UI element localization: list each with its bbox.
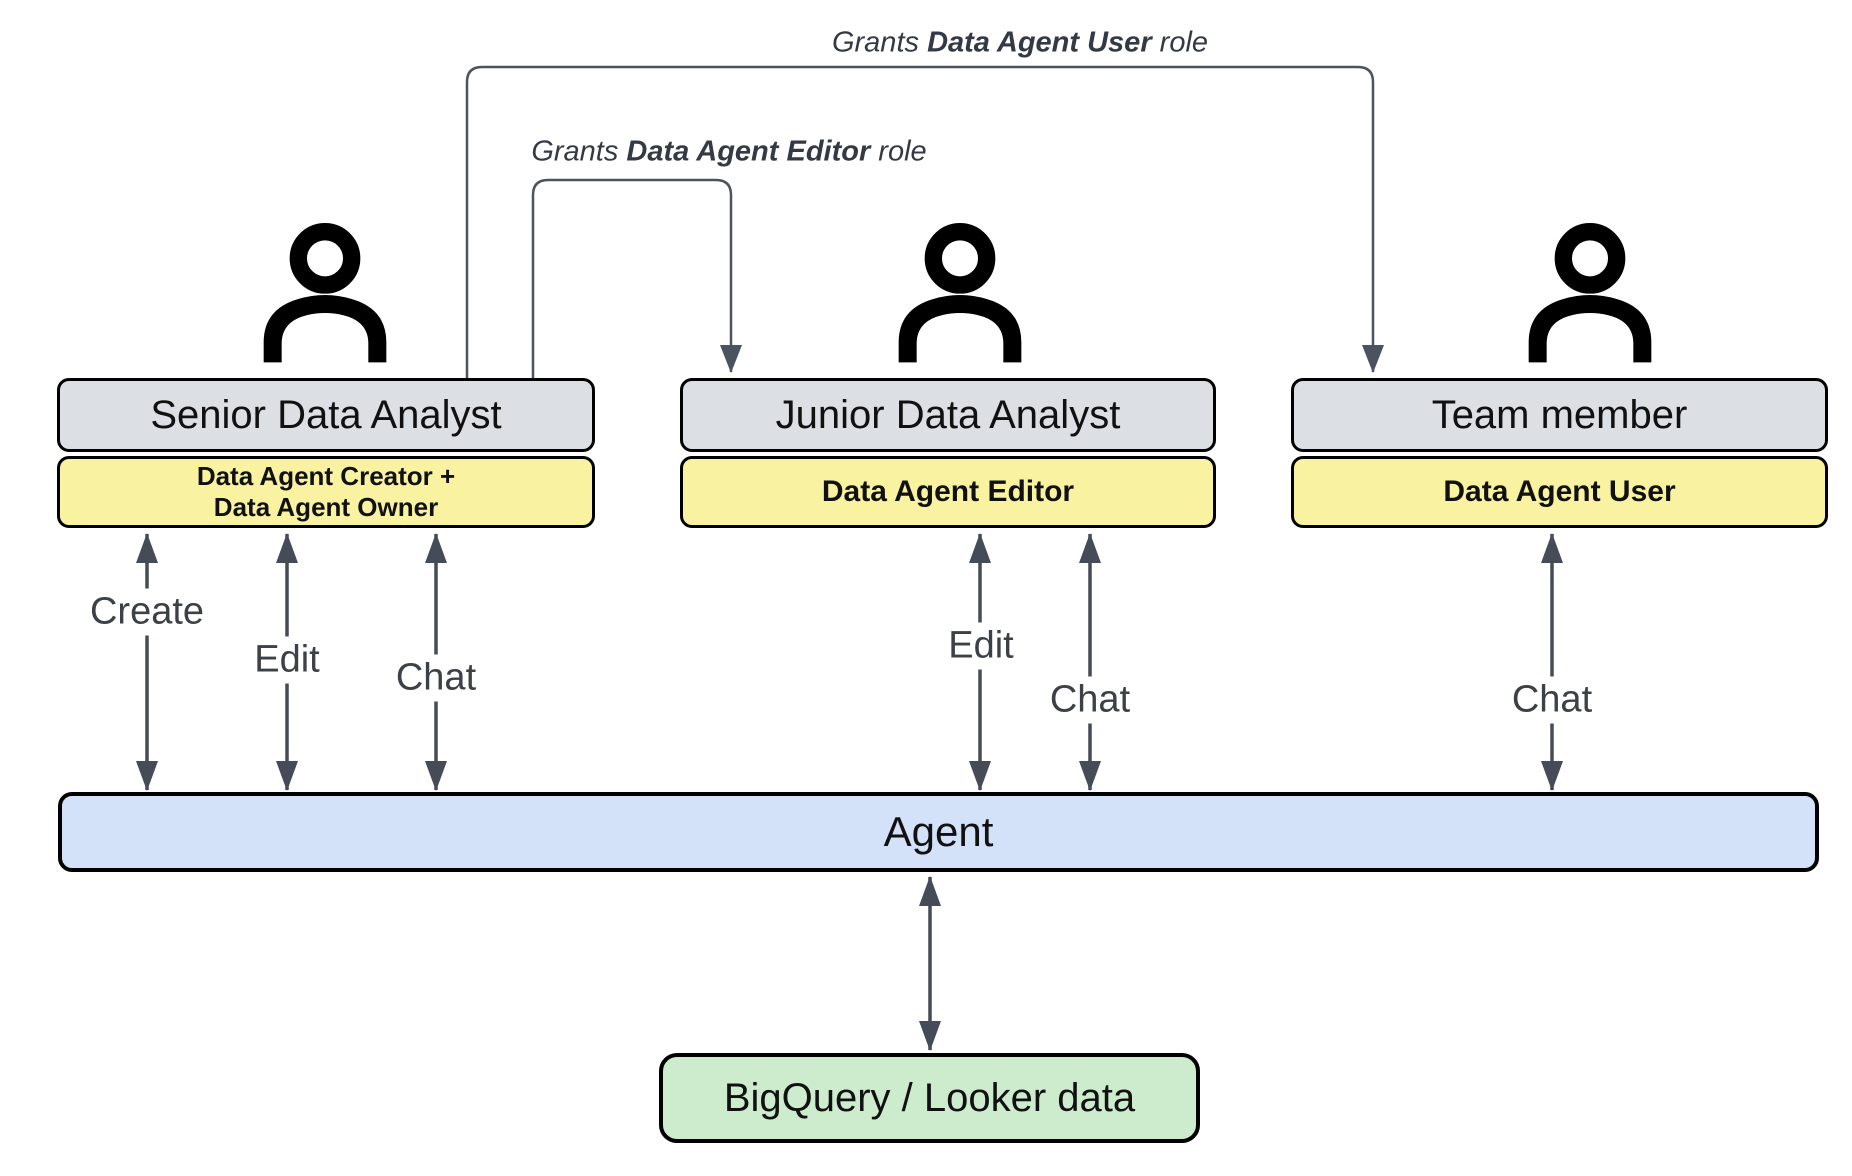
grant-label-role: Data Agent User [927, 26, 1152, 59]
action-label-chat-junior: Chat [1042, 676, 1138, 724]
action-label-chat-senior: Chat [388, 654, 484, 702]
role-line: Data Agent Creator + [196, 460, 456, 491]
role-badge-editor: Data Agent Editor [680, 456, 1216, 528]
grant-editor-label: Grants Data Agent Editor role [531, 136, 926, 169]
grant-editor-connector [531, 178, 742, 378]
grant-user-label: Grants Data Agent User role [832, 27, 1208, 60]
grant-label-prefix: Grants [831, 26, 928, 59]
action-label-edit-junior: Edit [941, 622, 1021, 670]
action-label-edit-senior: Edit [247, 636, 327, 684]
grant-user-connector [465, 65, 1384, 378]
datastore-box: BigQuery / Looker data [659, 1053, 1200, 1143]
actor-title-senior-data-analyst: Senior Data Analyst [57, 378, 595, 452]
grant-label-role: Data Agent Editor [626, 135, 871, 168]
role-line: Data Agent Editor [821, 475, 1075, 508]
role-badge-creator-owner: Data Agent Creator + Data Agent Owner [57, 456, 595, 528]
agent-box: Agent [58, 792, 1819, 872]
actor-title-junior-data-analyst: Junior Data Analyst [680, 378, 1216, 452]
person-icon [898, 223, 1022, 363]
action-label-create: Create [82, 588, 212, 636]
role-badge-user: Data Agent User [1291, 456, 1828, 528]
person-icon [263, 223, 387, 363]
grant-label-suffix: role [1151, 26, 1209, 59]
role-line: Data Agent User [1443, 475, 1676, 508]
action-label-chat-team: Chat [1504, 676, 1600, 724]
grant-label-prefix: Grants [531, 135, 627, 168]
role-line: Data Agent Owner [213, 492, 439, 522]
actor-title-team-member: Team member [1291, 378, 1828, 452]
person-icon [1528, 223, 1652, 363]
grant-label-suffix: role [870, 135, 927, 168]
